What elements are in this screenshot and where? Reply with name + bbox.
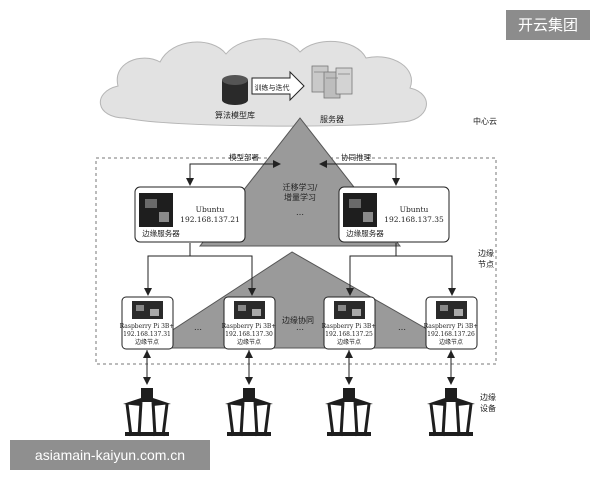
cloud-edge-links: [186, 160, 400, 186]
pi-1-caption: 边缘节点: [135, 338, 159, 346]
collab-label: 边缘协同: [282, 315, 314, 325]
lower-triangle: [143, 251, 462, 349]
pi-2-ip: 192.168.137.30: [225, 331, 273, 338]
tier-label-device-2: 设备: [480, 403, 496, 413]
robot-icon-2: [225, 388, 273, 437]
edge-server-2-os: Ubuntu: [400, 205, 429, 214]
server-pi-links: [144, 243, 456, 296]
training-arrow: [251, 70, 305, 102]
pi-4-ip: 192.168.137.26: [427, 331, 475, 338]
edge-device-layer: [123, 350, 475, 437]
tier-label-edge-2: 节点: [478, 260, 494, 269]
deploy-label: 模型部署: [229, 152, 259, 162]
tier-label-device-1: 边缘: [480, 392, 496, 402]
edge-server-2-ip: 192.168.137.35: [384, 215, 444, 224]
pi-1-ip: 192.168.137.31: [123, 331, 171, 338]
pi-4-model: Raspberry Pi 3B+: [424, 323, 479, 330]
database-icon: [222, 75, 248, 105]
edge-server-1-caption: 边缘服务器: [142, 228, 180, 238]
training-label: 训练与迭代: [255, 83, 290, 92]
pi-3-caption: 边缘节点: [337, 338, 361, 346]
pi-4-caption: 边缘节点: [439, 338, 463, 346]
server-label: 服务器: [320, 114, 344, 124]
edge-server-box-2: [338, 186, 450, 243]
pi-dots-1: …: [194, 323, 202, 332]
transfer-label-1: 迁移学习/: [283, 182, 318, 192]
pi-3-model: Raspberry Pi 3B+: [322, 323, 377, 330]
pi-dots-2: …: [296, 323, 304, 332]
pi-2-model: Raspberry Pi 3B+: [222, 323, 277, 330]
brand-badge: 开云集团: [506, 10, 590, 40]
tier-label-cloud: 中心云: [473, 116, 497, 126]
infer-label: 协同推理: [341, 152, 371, 162]
robot-icon-3: [325, 388, 373, 437]
edge-server-box-1: [134, 186, 246, 243]
robot-icon-1: [123, 388, 171, 437]
transfer-label-2: 增量学习: [284, 192, 316, 202]
pi-2-caption: 边缘节点: [237, 338, 261, 346]
server-stack-icon: [311, 65, 353, 99]
edge-server-2-caption: 边缘服务器: [346, 228, 384, 238]
upper-dots: …: [296, 208, 304, 217]
edge-server-1-os: Ubuntu: [196, 205, 225, 214]
raspberry-pi-layer: Raspberry Pi 3B+192.168.137.31边缘节点Raspbe…: [120, 296, 479, 350]
db-label: 算法模型库: [215, 110, 255, 120]
tier-label-edge-1: 边缘: [478, 248, 494, 258]
edge-server-1-ip: 192.168.137.21: [180, 215, 240, 224]
site-watermark: asiamain-kaiyun.com.cn: [10, 440, 210, 470]
pi-dots-3: …: [398, 323, 406, 332]
robot-icon-4: [427, 388, 475, 437]
pi-1-model: Raspberry Pi 3B+: [120, 323, 175, 330]
pi-3-ip: 192.168.137.25: [325, 331, 373, 338]
